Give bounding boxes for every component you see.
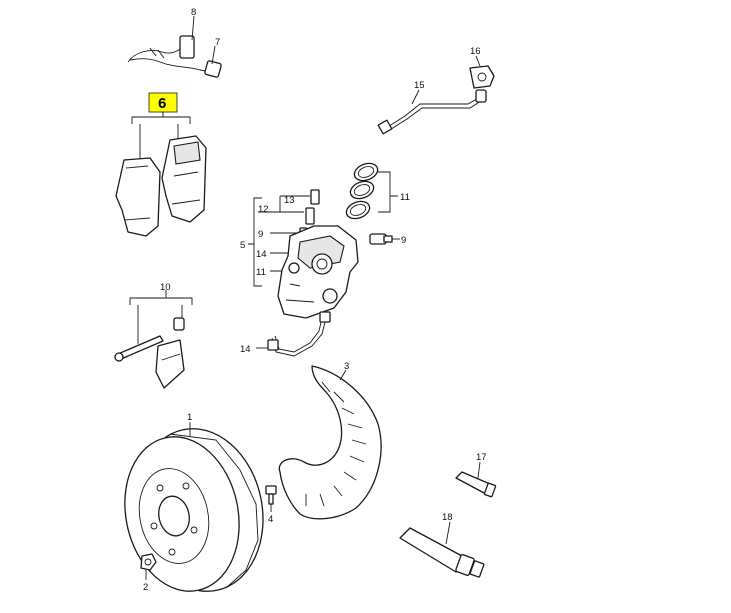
callout-13: 13 <box>284 195 295 206</box>
paste-tube-large-part[interactable] <box>399 527 485 578</box>
callout-2: 2 <box>143 582 148 593</box>
callout-17: 17 <box>476 452 487 463</box>
callout-14-pipe: 14 <box>240 344 251 355</box>
callout-1: 1 <box>187 412 192 423</box>
callout-9-group: 9 <box>258 229 263 240</box>
callout-9-bolt: 9 <box>401 235 406 246</box>
brake-line-part[interactable] <box>377 65 495 135</box>
callout-7: 7 <box>215 37 220 48</box>
callout-5: 5 <box>240 240 245 251</box>
callout-8: 8 <box>191 7 196 18</box>
callout-11-group: 11 <box>256 267 266 278</box>
callout-14-group: 14 <box>256 249 267 260</box>
piston-seals-part[interactable] <box>344 160 380 221</box>
brake-caliper-part[interactable] <box>277 225 359 319</box>
caliper-bolt-part[interactable] <box>369 233 393 245</box>
disc-screw-part[interactable] <box>140 553 157 571</box>
dust-shield-part[interactable] <box>278 365 382 520</box>
brake-disc-part[interactable] <box>111 417 278 603</box>
callout-4: 4 <box>268 514 273 525</box>
callout-18: 18 <box>442 512 453 523</box>
shield-screw-part[interactable] <box>265 485 277 505</box>
bridge-pipe-part[interactable] <box>267 311 331 357</box>
callout-15: 15 <box>414 80 425 91</box>
callout-10: 10 <box>160 282 171 293</box>
callout-12: 12 <box>258 204 269 215</box>
callout-3: 3 <box>344 361 349 372</box>
retaining-pin-part[interactable] <box>114 317 185 389</box>
highlighted-callout-6[interactable]: 6 <box>158 95 166 112</box>
callout-11-seals: 11 <box>400 192 410 203</box>
paste-tube-small-part[interactable] <box>455 471 497 498</box>
callout-16: 16 <box>470 46 481 57</box>
wear-sensor-part[interactable] <box>127 35 222 78</box>
brake-pads-part[interactable] <box>115 135 207 237</box>
